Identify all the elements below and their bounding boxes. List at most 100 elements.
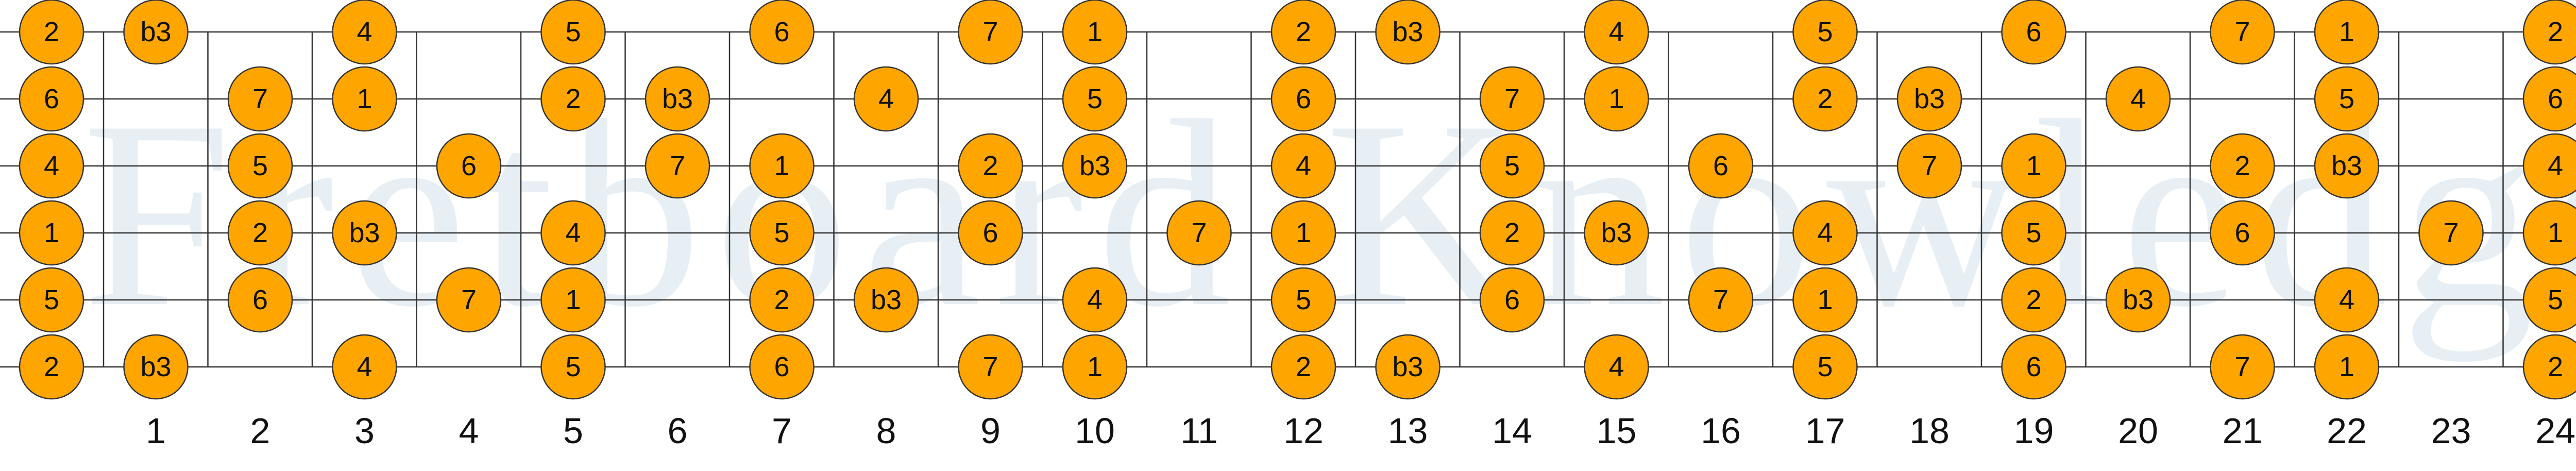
note-marker: 5 (2522, 267, 2576, 333)
note-label: 2 (1504, 217, 1520, 248)
note-marker: 6 (19, 66, 84, 132)
note-marker: 5 (2001, 200, 2066, 266)
note-marker: 5 (1062, 66, 1128, 132)
note-label: 6 (44, 83, 59, 114)
note-marker: 4 (2314, 267, 2380, 333)
note-marker: 1 (332, 66, 397, 132)
note-marker: b3 (853, 267, 919, 333)
note-label: 2 (2026, 284, 2041, 315)
note-circle (958, 133, 1023, 199)
note-circle (2105, 267, 2171, 333)
note-circle (19, 267, 84, 333)
note-marker: 2 (749, 267, 815, 333)
fret-number: 13 (1388, 411, 1428, 451)
note-circle (645, 133, 710, 199)
note-marker: 2 (2001, 267, 2066, 333)
note-label: 2 (44, 16, 59, 47)
fret-number: 7 (772, 411, 792, 451)
note-circle (2314, 0, 2380, 65)
note-label: 1 (357, 83, 372, 114)
note-circle (1270, 0, 1336, 65)
note-label: 4 (1296, 150, 1311, 181)
fret-number: 9 (980, 411, 1001, 451)
note-marker: b3 (1375, 334, 1440, 400)
note-circle (2210, 334, 2275, 400)
note-circle (540, 0, 606, 65)
note-marker: b3 (123, 334, 189, 400)
note-label: 5 (565, 16, 581, 47)
note-circle (123, 334, 189, 400)
note-label: 7 (1922, 150, 1937, 181)
note-marker: 6 (1479, 267, 1545, 333)
note-circle (332, 334, 397, 400)
note-label: 1 (1817, 284, 1833, 315)
note-marker: 5 (19, 267, 84, 333)
note-circle (1375, 334, 1440, 400)
note-circle (1062, 66, 1128, 132)
note-circle (227, 133, 293, 199)
note-marker: 1 (749, 133, 815, 199)
fret-number: 8 (876, 411, 896, 451)
note-circle (1375, 0, 1440, 65)
note-marker: b3 (1375, 0, 1440, 65)
note-circle (1479, 267, 1545, 333)
note-marker: 5 (1270, 267, 1336, 333)
note-label: 4 (1817, 217, 1833, 248)
note-label: b3 (1392, 16, 1423, 47)
note-label: 6 (461, 150, 477, 181)
note-circle (540, 267, 606, 333)
note-marker: 7 (2418, 200, 2484, 266)
fret-number: 10 (1075, 411, 1115, 451)
note-marker: 4 (2105, 66, 2171, 132)
note-marker: b3 (1584, 200, 1649, 266)
note-label: 1 (1087, 16, 1103, 47)
note-circle (227, 66, 293, 132)
note-label: 4 (2130, 83, 2146, 114)
note-marker: b3 (1062, 133, 1128, 199)
note-marker: 6 (2210, 200, 2275, 266)
fret-lines (103, 32, 2504, 367)
fret-number: 4 (459, 411, 479, 451)
note-label: 6 (1713, 150, 1728, 181)
note-circle (1270, 66, 1336, 132)
note-marker: b3 (2105, 267, 2171, 333)
note-marker: b3 (123, 0, 189, 65)
note-marker: 4 (853, 66, 919, 132)
note-circle (1584, 334, 1649, 400)
note-label: b3 (2123, 284, 2154, 315)
note-marker: 2 (2210, 133, 2275, 199)
note-marker: 4 (332, 0, 397, 65)
note-label: 2 (565, 83, 581, 114)
note-circle (1584, 66, 1649, 132)
note-marker: 2 (1270, 0, 1336, 65)
note-marker: 2 (227, 200, 293, 266)
note-circle (1688, 267, 1754, 333)
fret-number: 12 (1283, 411, 1324, 451)
note-circle (19, 0, 84, 65)
fret-number: 11 (1180, 411, 1218, 451)
note-circle (1792, 0, 1858, 65)
note-circle (1270, 334, 1336, 400)
note-circle (958, 0, 1023, 65)
note-circle (2314, 267, 2380, 333)
note-marker: 4 (540, 200, 606, 266)
note-label: 7 (2234, 16, 2250, 47)
note-circle (1062, 0, 1128, 65)
note-marker: 7 (1896, 133, 1962, 199)
note-label: 7 (252, 83, 268, 114)
note-circle (2210, 133, 2275, 199)
note-label: 5 (1087, 83, 1103, 114)
note-circle (2522, 66, 2576, 132)
note-circle (2001, 133, 2066, 199)
note-marker: 1 (2522, 200, 2576, 266)
note-label: 5 (2026, 217, 2041, 248)
note-circle (1062, 334, 1128, 400)
note-marker: 1 (2314, 334, 2380, 400)
note-marker: 6 (2522, 66, 2576, 132)
note-label: 1 (774, 150, 789, 181)
note-label: 2 (982, 150, 998, 181)
note-label: 5 (565, 351, 581, 382)
note-label: 4 (2339, 284, 2354, 315)
note-marker: 4 (1062, 267, 1128, 333)
note-marker: 7 (1479, 66, 1545, 132)
